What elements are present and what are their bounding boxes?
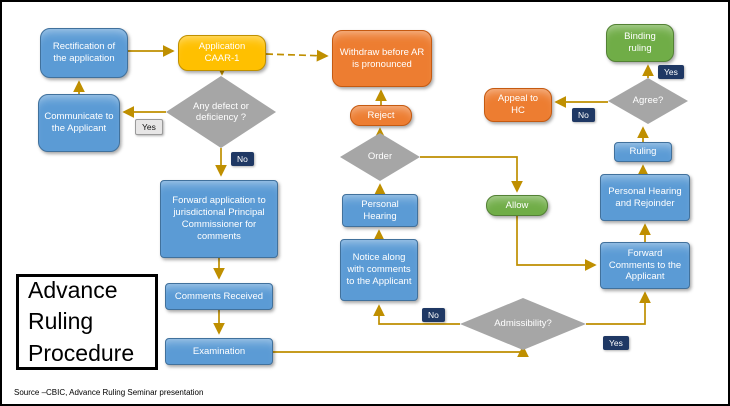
node-application-caar1: Application CAAR-1 [178, 35, 266, 71]
node-examination: Examination [165, 338, 273, 365]
node-allow: Allow [486, 195, 548, 216]
arrow-order-to-allow [420, 156, 523, 193]
node-communicate: Communicate to the Applicant [38, 94, 120, 152]
edge-label-defect-no: No [231, 152, 254, 167]
arrow-admissibility-no-to-notice [373, 304, 460, 325]
node-rectification: Rectification of the application [40, 28, 128, 78]
source-note: Source –CBIC, Advance Ruling Seminar pre… [14, 388, 204, 397]
node-appeal-hc: Appeal to HC [484, 88, 552, 122]
node-withdraw: Withdraw before AR is pronounced [332, 30, 432, 87]
arrow-admissibility-yes-to-forward-comments [586, 291, 651, 325]
edge-label-admissibility-no: No [422, 308, 445, 323]
node-reject: Reject [350, 105, 412, 126]
node-admissibility-decision: Admissibility? [460, 298, 586, 350]
title-line-2: Ruling [28, 308, 94, 335]
edge-label-agree-yes: Yes [658, 65, 684, 80]
node-agree-decision: Agree? [608, 78, 688, 124]
node-hearing-rejoinder: Personal Hearing and Rejoinder [600, 174, 690, 221]
node-personal-hearing: Personal Hearing [342, 194, 418, 227]
node-forward-comments: Forward Comments to the Applicant [600, 242, 690, 289]
title-box: Advance Ruling Procedure [16, 274, 158, 370]
node-ruling: Ruling [614, 142, 672, 162]
edge-label-agree-no: No [572, 108, 595, 123]
arrow-examination-to-admissibility [273, 345, 529, 358]
node-comments-received: Comments Received [165, 283, 273, 310]
node-notice-comments: Notice along with comments to the Applic… [340, 239, 418, 301]
node-forward-application: Forward application to jurisdictional Pr… [160, 180, 278, 258]
edge-label-defect-yes: Yes [135, 119, 163, 136]
edge-label-admissibility-yes: Yes [603, 336, 629, 351]
arrow-caar1-to-withdraw [265, 49, 329, 62]
node-order-decision: Order [340, 133, 420, 181]
title-line-3: Procedure [28, 339, 135, 366]
node-binding-ruling: Binding ruling [606, 24, 674, 62]
arrow-allow-to-forward-comments [516, 216, 597, 271]
node-defect-decision: Any defect or deficiency ? [166, 76, 276, 148]
title-line-1: Advance [28, 277, 118, 304]
